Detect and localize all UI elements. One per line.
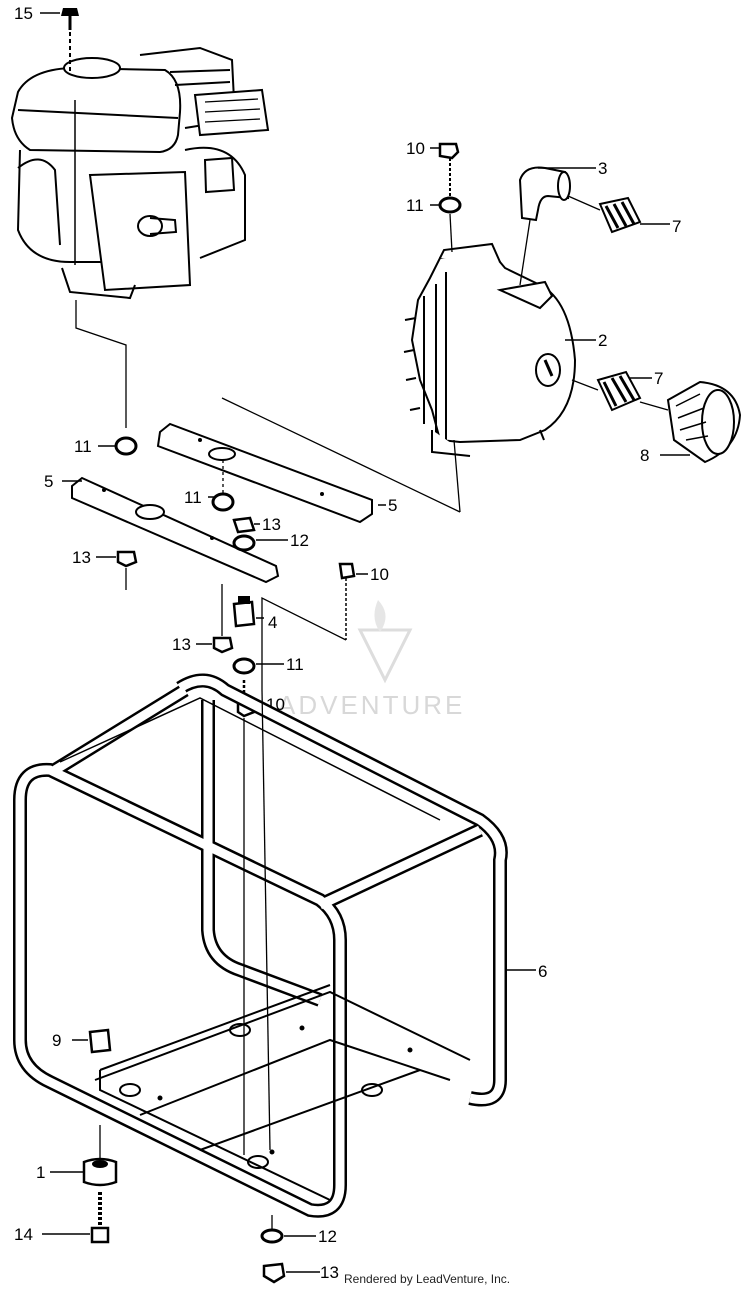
callout-11d: 11 xyxy=(286,655,304,674)
callout-6: 6 xyxy=(538,962,547,981)
mount-plate-lower xyxy=(71,476,280,584)
nut-13d-icon xyxy=(262,1262,286,1284)
nut-9-icon xyxy=(88,1028,112,1054)
callout-13a: 13 xyxy=(262,515,281,534)
callout-13c: 13 xyxy=(172,635,191,654)
watermark-text: ADVENTURE xyxy=(278,690,465,720)
callout-4: 4 xyxy=(268,613,277,632)
callout-7a: 7 xyxy=(672,217,681,236)
watermark: ADVENTURE xyxy=(278,600,465,720)
mount-1-icon xyxy=(82,1157,118,1187)
mount-plate-upper xyxy=(156,422,373,524)
callout-3: 3 xyxy=(598,159,607,178)
callout-2: 2 xyxy=(598,331,607,350)
bolt-15-icon xyxy=(61,8,79,16)
callout-11b: 11 xyxy=(184,488,202,507)
nut-13-icon xyxy=(232,516,256,534)
callout-1: 1 xyxy=(36,1163,45,1182)
callout-7b: 7 xyxy=(654,369,663,388)
washer-11b-icon xyxy=(211,492,235,512)
engine xyxy=(10,46,270,300)
pump-housing xyxy=(403,242,577,457)
washer-11-icon xyxy=(114,436,138,456)
callout-13b: 13 xyxy=(72,548,91,567)
footer-credit: Rendered by LeadVenture, Inc. xyxy=(344,1272,510,1286)
mount-4-icon xyxy=(232,600,256,628)
nut-13b-icon xyxy=(116,550,138,568)
bolt-10-icon xyxy=(438,142,460,160)
frame xyxy=(13,673,508,1218)
callout-10b: 10 xyxy=(370,565,389,584)
washer-12b-icon xyxy=(260,1228,284,1244)
callout-10a: 10 xyxy=(406,139,425,158)
nut-13c-icon xyxy=(212,636,234,654)
washer-12-icon xyxy=(232,534,256,552)
callout-15: 15 xyxy=(14,4,33,23)
callout-12b: 12 xyxy=(318,1227,337,1246)
callout-5a: 5 xyxy=(44,472,53,491)
washer-11c-icon xyxy=(438,196,462,214)
elbow-3-icon xyxy=(518,166,570,222)
callout-5b: 5 xyxy=(388,496,397,515)
watermark-logo-icon xyxy=(357,628,413,684)
callout-13d: 13 xyxy=(320,1263,339,1282)
bolt-10b-icon xyxy=(338,562,356,580)
callout-11a: 11 xyxy=(74,437,92,456)
callout-12a: 12 xyxy=(290,531,309,550)
callout-9: 9 xyxy=(52,1031,61,1050)
washer-11d-icon xyxy=(232,657,256,675)
callout-11c: 11 xyxy=(406,196,424,215)
watermark-flame-icon xyxy=(374,600,386,632)
callout-14: 14 xyxy=(14,1225,33,1244)
bolt-14-icon xyxy=(90,1226,110,1244)
callout-8: 8 xyxy=(640,446,649,465)
